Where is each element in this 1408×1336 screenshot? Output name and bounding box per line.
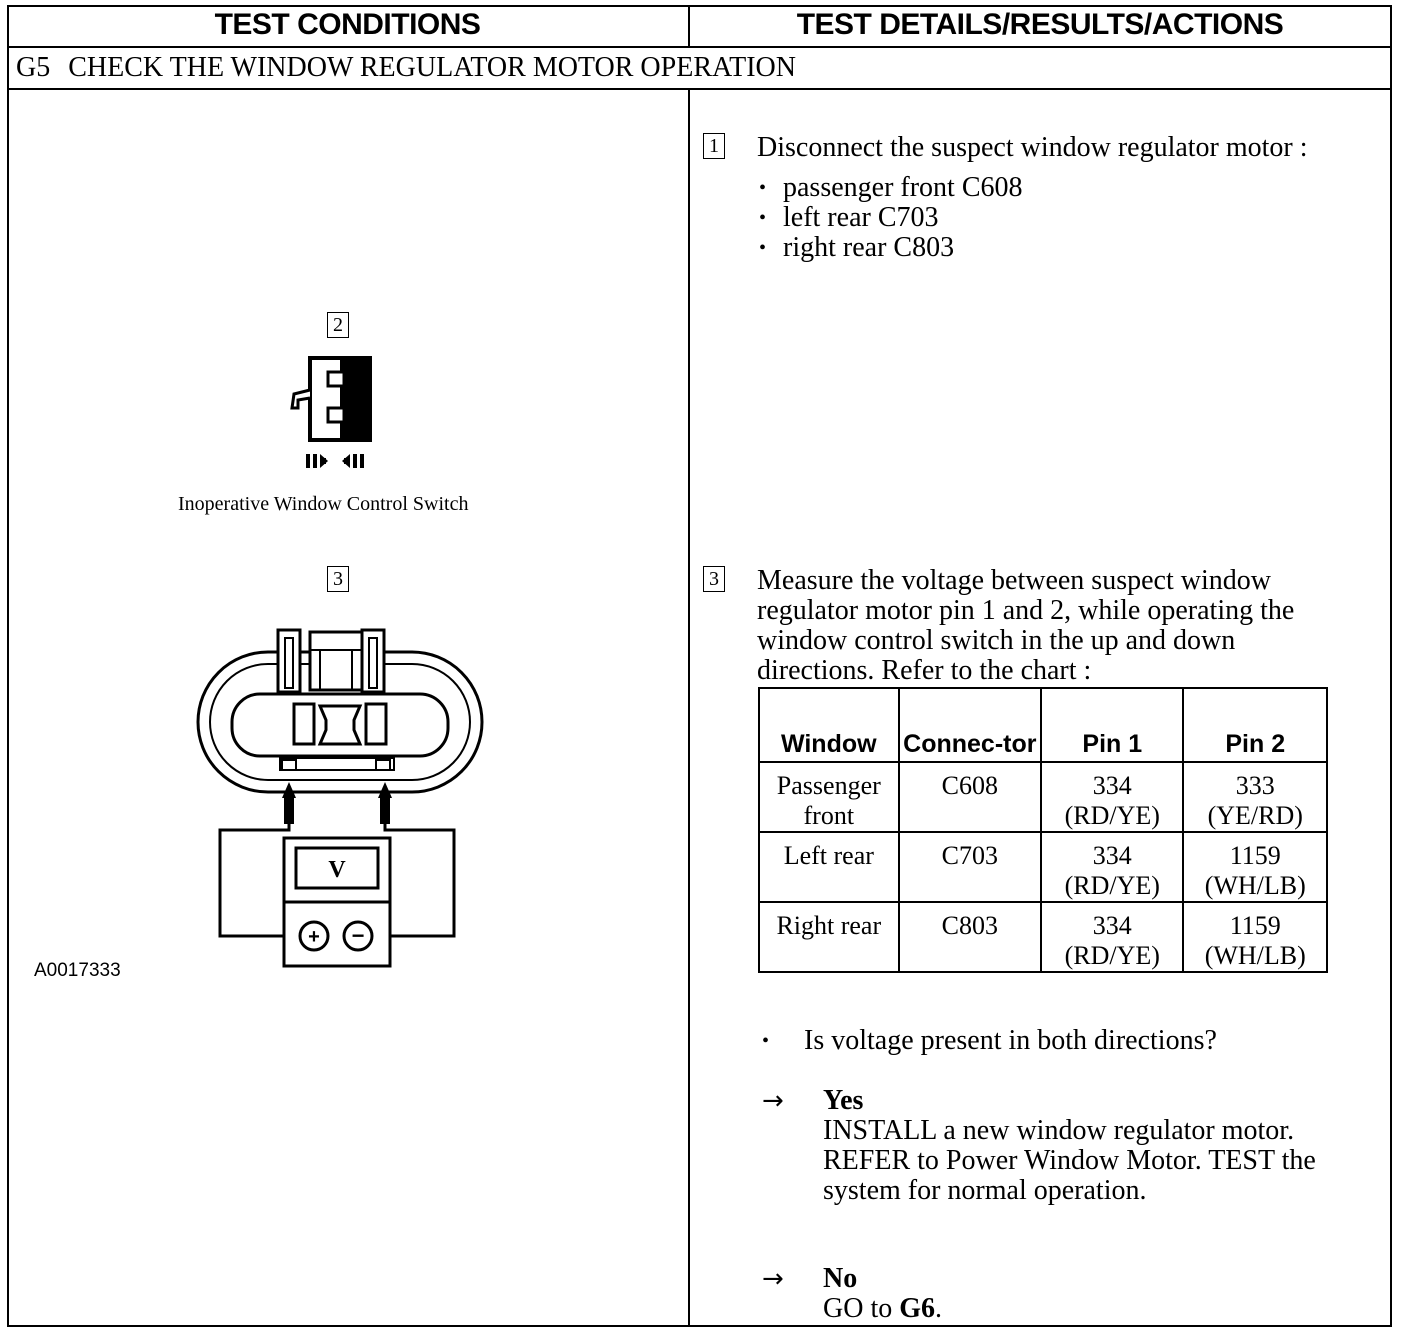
no-go-text: GO to <box>823 1293 900 1324</box>
cell-connector: C608 <box>897 761 1043 833</box>
cell-pin-1: 334(RD/YE) <box>1040 901 1185 973</box>
connector-bullet: right rear C803 <box>757 233 1023 264</box>
yes-action-line: REFER to Power Window Motor. TEST the <box>823 1145 1316 1176</box>
figure-id: A0017333 <box>34 960 121 981</box>
header-test-details: TEST DETAILS/RESULTS/ACTIONS <box>796 8 1284 41</box>
step-3-figure-marker: 3 <box>327 566 349 592</box>
no-label: No <box>823 1263 858 1294</box>
header-test-conditions: TEST CONDITIONS <box>214 8 481 41</box>
section-title-text: CHECK THE WINDOW REGULATOR MOTOR OPERATI… <box>68 52 796 83</box>
cell-connector: C703 <box>897 831 1043 903</box>
step-1-marker: 1 <box>703 133 725 159</box>
step-2-caption: Inoperative Window Control Switch <box>178 493 469 515</box>
column-header-window: Window <box>758 687 900 763</box>
step-3-text-line: regulator motor pin 1 and 2, while opera… <box>757 595 1295 626</box>
yes-action-line: system for normal operation. <box>823 1175 1147 1206</box>
no-action: GO to G6. <box>823 1294 942 1324</box>
cell-connector: C803 <box>897 901 1043 973</box>
header-divider <box>7 46 1392 48</box>
motor-connector-voltmeter-diagram: V + − <box>196 628 484 968</box>
meter-volt-symbol: V <box>328 857 346 883</box>
column-header-pin-2: Pin 2 <box>1182 687 1328 763</box>
step-3-text-line: window control switch in the up and down <box>757 625 1236 656</box>
yes-label: Yes <box>823 1085 864 1116</box>
no-go-end: . <box>935 1293 943 1324</box>
step-1-connector-list: passenger front C608 left rear C703 righ… <box>757 173 1023 264</box>
step-3-text-line: Measure the voltage between suspect wind… <box>757 565 1271 596</box>
section-title: G5 CHECK THE WINDOW REGULATOR MOTOR OPERA… <box>16 52 796 84</box>
step-3-text-line: directions. Refer to the chart : <box>757 655 1092 686</box>
chart-header-row: Window Connec-tor Pin 1 Pin 2 <box>758 687 1328 763</box>
connector-bullet: passenger front C608 <box>757 173 1023 204</box>
yes-arrow-icon: → <box>762 1086 784 1116</box>
section-code: G5 <box>16 52 51 83</box>
no-arrow-icon: → <box>762 1264 784 1294</box>
column-header-connector: Connec-tor <box>897 687 1043 763</box>
cell-pin-2: 333(YE/RD) <box>1182 761 1328 833</box>
window-switch-icon <box>290 356 372 468</box>
step-1-text: Disconnect the suspect window regulator … <box>757 132 1308 163</box>
question-list: Is voltage present in both directions? <box>760 1026 1217 1057</box>
table-row: Right rear C803 334(RD/YE) 1159(WH/LB) <box>758 901 1328 973</box>
cell-window: Right rear <box>758 901 900 973</box>
go-to-g6-link[interactable]: G6 <box>899 1293 936 1324</box>
cell-pin-2: 1159(WH/LB) <box>1182 901 1328 973</box>
body-column-divider <box>688 88 690 1327</box>
meter-plus-terminal: + <box>308 926 320 948</box>
column-header-pin-1: Pin 1 <box>1040 687 1185 763</box>
header-column-divider <box>688 5 690 48</box>
yes-action-line: INSTALL a new window regulator motor. <box>823 1115 1295 1146</box>
cell-pin-2: 1159(WH/LB) <box>1182 831 1328 903</box>
section-divider <box>7 88 1392 90</box>
cell-pin-1: 334(RD/YE) <box>1040 831 1185 903</box>
cell-pin-1: 334(RD/YE) <box>1040 761 1185 833</box>
connector-bullet: left rear C703 <box>757 203 1023 234</box>
meter-minus-terminal: − <box>352 923 365 948</box>
step-2-marker: 2 <box>327 312 349 338</box>
cell-window: Left rear <box>758 831 900 903</box>
step-3-marker: 3 <box>703 566 725 592</box>
table-row: Left rear C703 334(RD/YE) 1159(WH/LB) <box>758 831 1328 903</box>
question-text: Is voltage present in both directions? <box>760 1026 1217 1057</box>
procedure-frame <box>7 5 1392 1327</box>
